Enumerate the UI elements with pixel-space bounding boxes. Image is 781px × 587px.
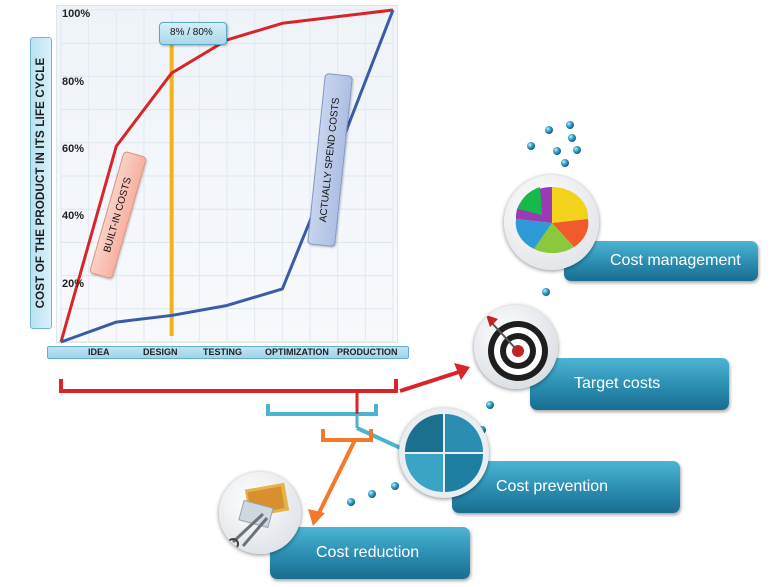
orange-arrow	[316, 439, 357, 516]
x-tick-label: OPTIMIZATION	[265, 347, 329, 357]
pie-chart-icon	[504, 175, 599, 270]
card-label: Cost prevention	[496, 478, 609, 495]
dot	[553, 147, 561, 155]
series-line-built-in-costs	[59, 8, 394, 343]
y-tick-label: 60%	[62, 143, 85, 155]
orange-arrow-head	[308, 509, 325, 526]
card-target-costs: Target costs	[530, 358, 729, 410]
card-cost-management: Cost management	[564, 241, 758, 281]
cyan-bracket	[266, 404, 378, 416]
y-tick-label: 20%	[62, 278, 85, 290]
x-tick-label: TESTING	[203, 347, 243, 357]
chart-svg	[59, 8, 395, 344]
card-cost-prevention: Cost prevention	[452, 461, 680, 513]
y-tick-label: 40%	[62, 210, 85, 222]
dot	[347, 498, 355, 506]
y-axis-label-box	[30, 37, 52, 329]
y-tick-label: 100%	[62, 8, 91, 20]
red-bracket	[59, 379, 398, 393]
x-tick-label: IDEA	[88, 347, 110, 357]
dot	[391, 482, 399, 490]
card-label: Cost reduction	[316, 544, 420, 561]
red-arrow	[399, 369, 463, 393]
card-cost-reduction: Cost reduction	[270, 527, 470, 579]
chart-plot-area	[56, 5, 398, 344]
dot	[368, 490, 376, 498]
banknote-scissors-icon	[219, 472, 301, 554]
dot	[545, 126, 553, 134]
y-axis-label: COST OF THE PRODUCT IN ITS LIFE CYCLE	[35, 57, 47, 309]
orange-bracket	[321, 429, 373, 442]
quadrant-diagram-icon	[399, 408, 489, 498]
dot	[486, 401, 494, 409]
marker-label: 8% / 80%	[170, 27, 213, 38]
x-axis-bar	[47, 346, 409, 359]
dot	[527, 142, 535, 150]
y-tick-label: 80%	[62, 76, 85, 88]
dot	[566, 121, 574, 129]
card-label: Target costs	[574, 375, 661, 392]
dot	[568, 134, 576, 142]
dot	[573, 146, 581, 154]
target-icon	[474, 305, 558, 389]
dot	[561, 159, 569, 167]
red-arrow-head	[454, 363, 470, 380]
card-label: Cost management	[610, 252, 741, 269]
marker-label-box	[159, 22, 227, 45]
dot	[542, 288, 550, 296]
x-tick-label: DESIGN	[143, 347, 178, 357]
x-tick-label: PRODUCTION	[337, 347, 398, 357]
